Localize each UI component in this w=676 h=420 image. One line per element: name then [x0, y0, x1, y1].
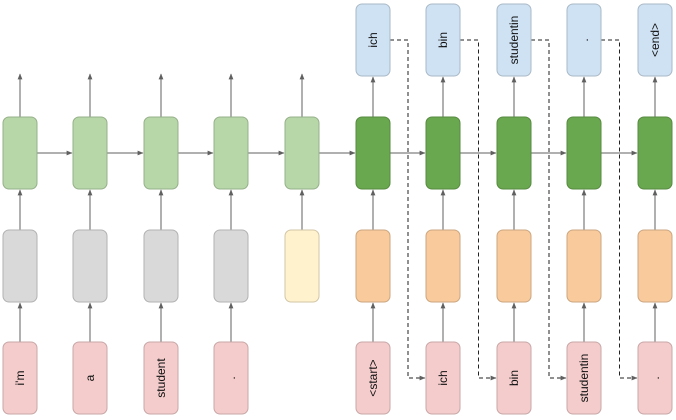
encoder-state: [213, 116, 249, 190]
decoder-output-token: [566, 3, 602, 77]
encoder-embedding: [213, 229, 249, 303]
decoder-input-label: <start>: [366, 359, 380, 396]
decoder-output-token: [355, 3, 391, 77]
feedback-dashed-arrow: [531, 39, 567, 381]
decoder-state: [355, 116, 391, 190]
encoder-input-token: [72, 341, 108, 415]
decoder-embedding: [496, 229, 532, 303]
decoder-state: [425, 116, 461, 190]
decoder-input-label: ich: [436, 370, 450, 385]
feedback-dashed-arrow: [390, 39, 426, 381]
decoder-input-token: [425, 341, 461, 415]
decoder-state: [496, 116, 532, 190]
decoder-input-token: [637, 341, 673, 415]
encoder-input-token: [213, 341, 249, 415]
encoder-embedding: [143, 229, 179, 303]
encoder-state: [2, 116, 38, 190]
encoder-state: [284, 116, 320, 190]
decoder-input-label: bin: [507, 370, 521, 386]
encoder-state: [143, 116, 179, 190]
decoder-output-label: ich: [366, 32, 380, 47]
decoder-output-label: studentin: [507, 16, 521, 65]
encoder-input-label: student: [154, 358, 168, 398]
decoder-embedding: [566, 229, 602, 303]
decoder-input-token: [566, 341, 602, 415]
encoder-embedding: [2, 229, 38, 303]
encoder-input-label: .: [224, 376, 238, 379]
decoder-state: [566, 116, 602, 190]
encoder-state: [72, 116, 108, 190]
decoder-input-token: [355, 341, 391, 415]
decoder-input-token: [496, 341, 532, 415]
decoder-output-label: <end>: [648, 23, 662, 57]
encoder-input-label: i'm: [13, 371, 27, 386]
decoder-output-token: [496, 3, 532, 77]
feedback-dashed-arrow: [460, 39, 497, 381]
feedback-dashed-arrow: [601, 39, 638, 381]
decoder-output-token: [425, 3, 461, 77]
decoder-output-label: .: [577, 38, 591, 41]
decoder-state: [637, 116, 673, 190]
decoder-embedding: [637, 229, 673, 303]
decoder-embedding: [355, 229, 391, 303]
encoder-embedding: [72, 229, 108, 303]
decoder-input-label: studentin: [577, 354, 591, 403]
encoder-input-label: a: [83, 374, 97, 381]
decoder-output-label: bin: [436, 32, 450, 48]
decoder-embedding: [425, 229, 461, 303]
thought-vector: [284, 229, 320, 303]
encoder-input-token: [2, 341, 38, 415]
encoder-input-token: [143, 341, 179, 415]
decoder-output-token: [637, 3, 673, 77]
decoder-input-label: .: [648, 376, 662, 379]
